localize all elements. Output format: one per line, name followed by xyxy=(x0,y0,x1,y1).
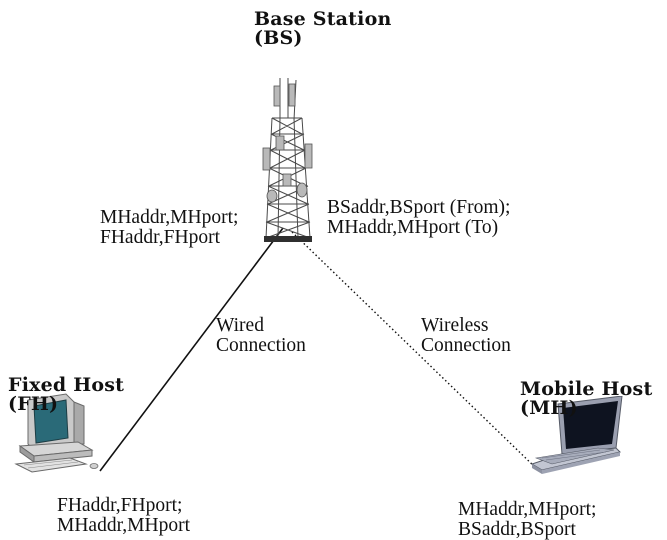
base-station-address-right: BSaddr,BSport (From); MHaddr,MHport (To) xyxy=(327,198,510,237)
fixed-host-title: Fixed Host (FH) xyxy=(8,376,124,414)
wired-connection-label: Wired Connection xyxy=(216,316,306,355)
mobile-host-title-line2: (MH) xyxy=(520,399,652,418)
bs-right-line1: BSaddr,BSport (From); xyxy=(327,198,510,218)
fh-addr-line1: FHaddr,FHport; xyxy=(57,496,190,516)
base-station-title: Base Station (BS) xyxy=(254,10,391,48)
mh-addr-line2: BSaddr,BSport xyxy=(458,520,596,540)
fixed-host-address: FHaddr,FHport; MHaddr,MHport xyxy=(57,496,190,535)
wireless-label-line2: Connection xyxy=(421,336,511,356)
base-station-address-left: MHaddr,MHport; FHaddr,FHport xyxy=(100,208,238,247)
base-station-title-line2: (BS) xyxy=(254,29,391,48)
bs-left-line2: FHaddr,FHport xyxy=(100,228,238,248)
wireless-connection-label: Wireless Connection xyxy=(421,316,511,355)
fh-addr-line2: MHaddr,MHport xyxy=(57,516,190,536)
wired-label-line2: Connection xyxy=(216,336,306,356)
wired-label-line1: Wired xyxy=(216,316,306,336)
bs-left-line1: MHaddr,MHport; xyxy=(100,208,238,228)
mobile-host-title: Mobile Host (MH) xyxy=(520,380,652,418)
wireless-label-line1: Wireless xyxy=(421,316,511,336)
cell-tower-icon xyxy=(258,78,318,244)
mobile-host-address: MHaddr,MHport; BSaddr,BSport xyxy=(458,500,596,539)
bs-right-line2: MHaddr,MHport (To) xyxy=(327,218,510,238)
fixed-host-title-line2: (FH) xyxy=(8,395,124,414)
mh-addr-line1: MHaddr,MHport; xyxy=(458,500,596,520)
